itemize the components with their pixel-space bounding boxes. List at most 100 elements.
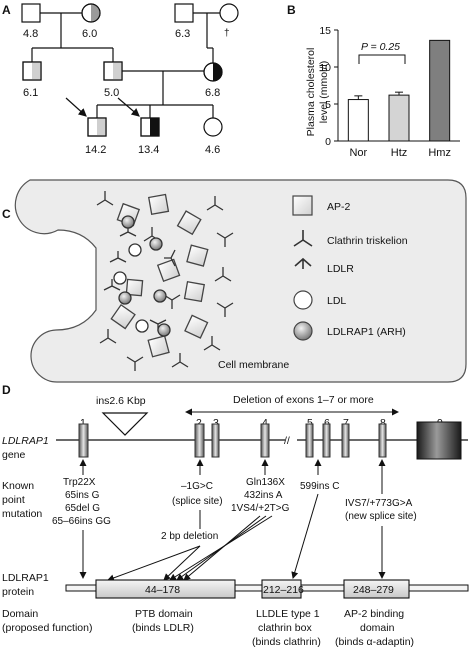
value-gen1-right: 6.0 [82, 28, 97, 40]
exon-box [378, 423, 387, 458]
panel-a-letter: A [2, 3, 11, 17]
mutation-text: 65ins G [65, 490, 100, 501]
ap2-square [147, 193, 170, 216]
value-gen3-a: 14.2 [85, 144, 106, 156]
ap2-square [184, 314, 209, 339]
p-value-annotation: P = 0.25 [361, 41, 400, 53]
ap2-domain-range: 248–279 [353, 584, 394, 596]
panel-d-gene-structure: D ins2.6 Kbp Deletion of exons 1–7 or mo… [2, 383, 469, 648]
male-proband-symbol [140, 117, 160, 137]
y-tick-label: 0 [325, 136, 331, 148]
mutation-row-label: Known [2, 480, 34, 492]
ptb-domain-box [95, 579, 236, 599]
protein-label: LDLRAP1 [2, 572, 49, 584]
clathrin-box-name: LLDLE type 1 [256, 608, 320, 620]
ldlr-receptor-icon [294, 257, 312, 269]
triskelion-icon [99, 329, 117, 344]
ldlrap1-particle [149, 237, 163, 251]
legend-label-ap2: AP-2 [327, 201, 351, 213]
ldlrap1-particle [153, 289, 167, 303]
ptb-domain-name: PTB domain [135, 608, 193, 620]
domain-row-label: Domain [2, 608, 38, 620]
ap2-square [183, 280, 206, 303]
triskelion-icon [214, 267, 232, 282]
male-unaffected-symbol [174, 3, 194, 23]
x-category-label: Nor [349, 147, 367, 159]
triskelion-icon [216, 232, 234, 247]
exon-box [322, 423, 331, 458]
mutation-row-label: point [2, 494, 25, 506]
mutation-text: Gln136X [246, 477, 285, 488]
value-gen3-b: 13.4 [138, 144, 159, 156]
exon-number: 7 [343, 417, 349, 429]
value-gen2-mid: 5.0 [104, 87, 119, 99]
male-unaffected-symbol [21, 3, 41, 23]
clathrin-box [261, 579, 302, 599]
triskelion-icon [171, 353, 189, 368]
ap2-square [110, 303, 136, 330]
mutation-text: 599ins C [300, 481, 339, 492]
exon-number: 8 [380, 417, 386, 429]
triskelion-icon [293, 230, 313, 247]
clathrin-box-name-2: clathrin box [258, 622, 312, 634]
exon-number: 5 [307, 417, 313, 429]
bar-nor [347, 99, 369, 142]
ldlr-receptor-icon [109, 251, 127, 263]
mutation-text: –1G>C [181, 481, 213, 492]
gene-label-sub: gene [2, 449, 26, 461]
value-gen3-c: 4.6 [205, 144, 220, 156]
exon-box [194, 423, 205, 458]
ldlrap1-particle [121, 215, 135, 229]
ldlrap1-particle [118, 291, 132, 305]
exon-box [78, 423, 89, 458]
panel-c-letter: C [2, 207, 11, 221]
ap2-square [186, 244, 209, 267]
mutation-text: 1VS4/+2T>G [231, 503, 290, 514]
coated-pit-cluster [96, 191, 234, 371]
mutation-text: 65del G [65, 503, 100, 514]
exon-number: 6 [324, 417, 330, 429]
square-icon [292, 195, 313, 216]
ap2-domain-function: (binds α-adaptin) [335, 636, 414, 648]
male-heterozygous-symbol [22, 61, 42, 81]
exon-box [260, 423, 270, 458]
panel-c-legend: AP-2 Clathrin triskelion LDLR LDL LDLRAP… [292, 195, 408, 341]
significance-bracket [358, 54, 406, 64]
mutation-text: (splice site) [172, 496, 223, 507]
legend-label-ldl: LDL [327, 295, 346, 307]
exon-box [211, 423, 220, 458]
insertion-triangle-icon [101, 412, 149, 436]
deletion-label: Deletion of exons 1–7 or more [233, 394, 374, 406]
domain-row-label: (proposed function) [2, 622, 92, 634]
ldlr-receptor-icon [164, 249, 176, 267]
gene-break-mark: // [284, 435, 290, 447]
y-tick-label: 5 [325, 99, 331, 111]
male-heterozygous-symbol [87, 117, 107, 137]
ap2-binding-domain-box [343, 579, 410, 599]
cell-membrane-label: Cell membrane [218, 359, 289, 371]
ptb-domain-function: (binds LDLR) [132, 622, 194, 634]
y-axis-label: Plasma cholesterol [305, 48, 317, 137]
exon-number: 4 [262, 417, 268, 429]
mutation-text: 432ins A [244, 490, 283, 501]
insertion-label: ins2.6 Kbp [96, 395, 146, 407]
ldl-particle [135, 319, 149, 333]
mutation-arrows [79, 459, 386, 494]
panel-a-pedigree: A 4.8 6.0 6.3 † 6.1 [2, 3, 239, 156]
protein-label-sub: protein [2, 586, 34, 598]
panel-b-letter: B [287, 3, 296, 17]
triskelion-icon [203, 336, 221, 351]
legend-label-clathrin: Clathrin triskelion [327, 235, 408, 247]
mutation-text: Trp22X [63, 477, 96, 488]
value-gen1-b-male: 6.3 [175, 28, 190, 40]
female-unaffected-symbol [203, 117, 223, 137]
proband-arrow [65, 97, 87, 117]
value-gen2-right: 6.8 [205, 87, 220, 99]
clathrin-box-range: 212–216 [263, 584, 304, 596]
circle-icon [293, 290, 313, 310]
ap2-domain-name: AP-2 binding [344, 608, 404, 620]
bar-htz [388, 94, 410, 142]
ap2-square [176, 210, 202, 236]
mutation-row-label: mutation [2, 508, 42, 520]
